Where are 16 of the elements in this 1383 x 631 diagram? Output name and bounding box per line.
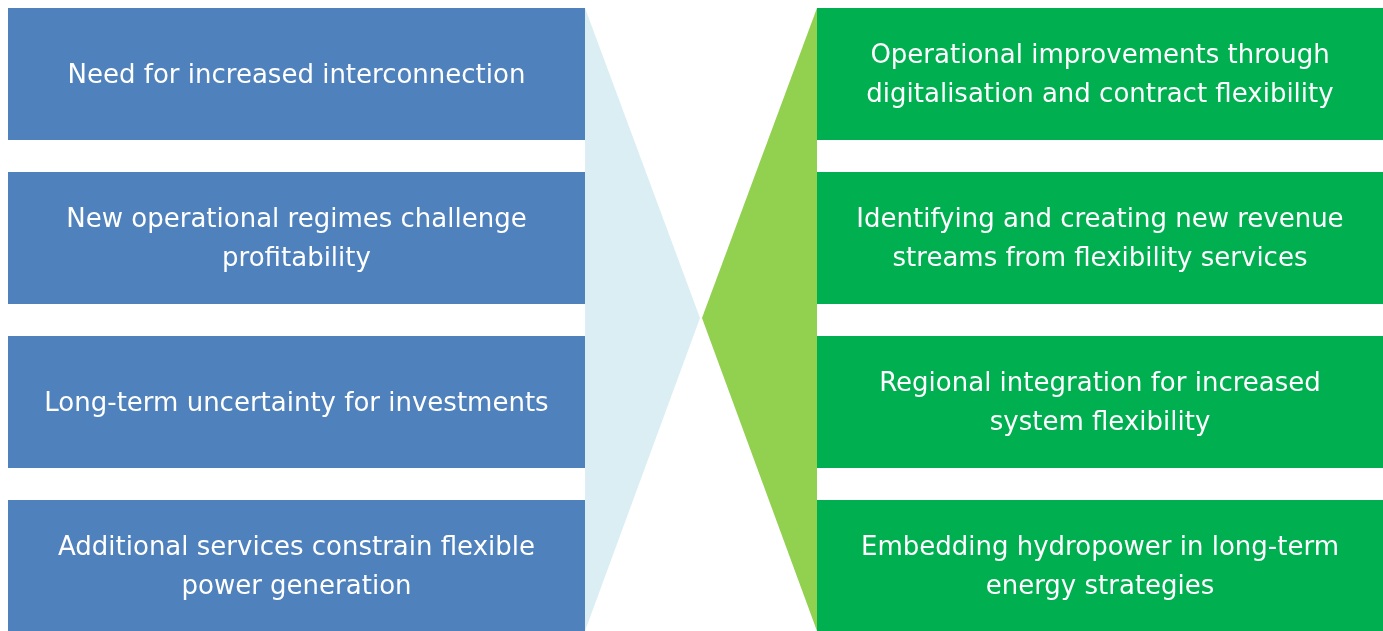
text-box [817,8,1383,140]
box-text: Long-term uncertainty for investments [44,385,549,419]
box-text: Embedding hydropower in long-term energy strategies [860,529,1340,602]
text-box [8,172,585,304]
box-text: Identifying and creating new revenue streams from flexibility services [855,202,1345,274]
text-box [817,500,1383,631]
text-box [817,172,1383,304]
text-box [8,500,585,631]
box-text: New operational regimes challenge profitability [65,202,528,274]
text-box [817,336,1383,468]
text-box [8,8,585,140]
box-text: Operational improvements through digitalisation and contract flexibility [865,38,1335,110]
text-box [8,336,585,468]
box-text: Regional integration for increased system flexibility [878,366,1322,438]
box-text: Additional services constrain flexible power generation [57,529,536,602]
box-text: Need for increased interconnection [67,57,526,91]
